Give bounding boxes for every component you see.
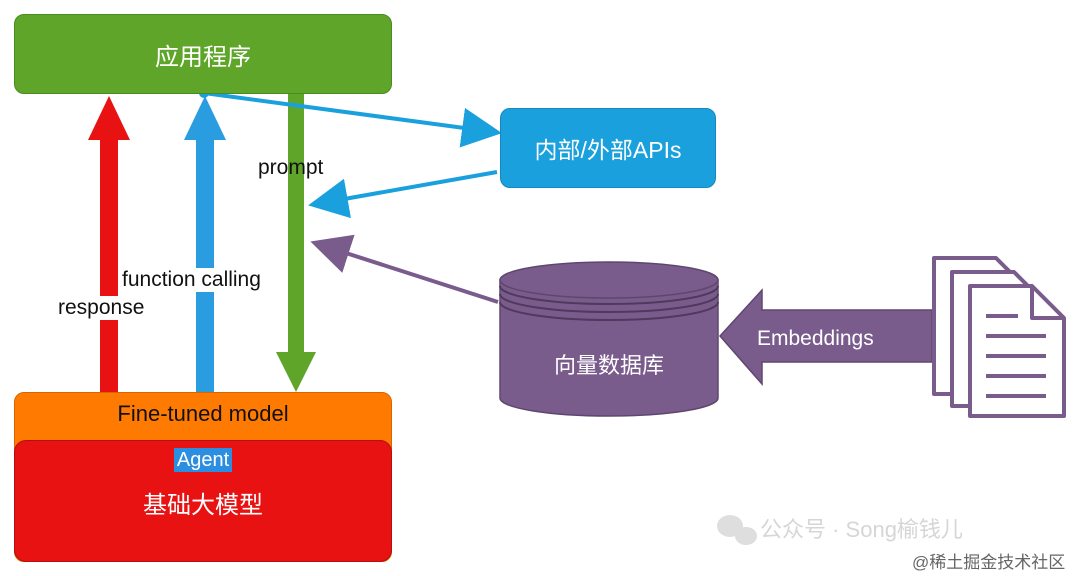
prompt-arrow [276, 94, 316, 392]
app-to-apis-arrow [203, 91, 502, 148]
function-calling-label: function calling [122, 268, 261, 292]
watermark-site: @稀土掘金技术社区 [912, 553, 1066, 572]
apis-to-prompt-arrow [308, 170, 498, 219]
documents-icon [932, 256, 1066, 418]
base-model-node: Agent 基础大模型 [14, 440, 392, 562]
app-node: 应用程序 [14, 14, 392, 94]
fine-tuned-model-label: Fine-tuned model [117, 401, 289, 426]
prompt-label: prompt [258, 156, 324, 179]
response-label: response [58, 296, 145, 320]
agent-tag: Agent [15, 448, 391, 472]
db-to-prompt-arrow [310, 234, 499, 304]
function-calling-arrow [184, 96, 226, 392]
agent-label: Agent [173, 448, 233, 472]
apis-label: 内部/外部APIs [534, 137, 682, 163]
wechat-icon [717, 515, 757, 545]
response-arrow [88, 96, 130, 392]
app-label: 应用程序 [155, 43, 251, 71]
embeddings-label: Embeddings [757, 327, 874, 350]
watermark-text: 公众号 · Song榆钱儿 [760, 517, 963, 542]
vector-db-cylinder [499, 261, 719, 417]
apis-node: 内部/外部APIs [500, 108, 716, 188]
vector-db-label: 向量数据库 [553, 353, 664, 378]
base-model-label: 基础大模型 [143, 492, 263, 519]
